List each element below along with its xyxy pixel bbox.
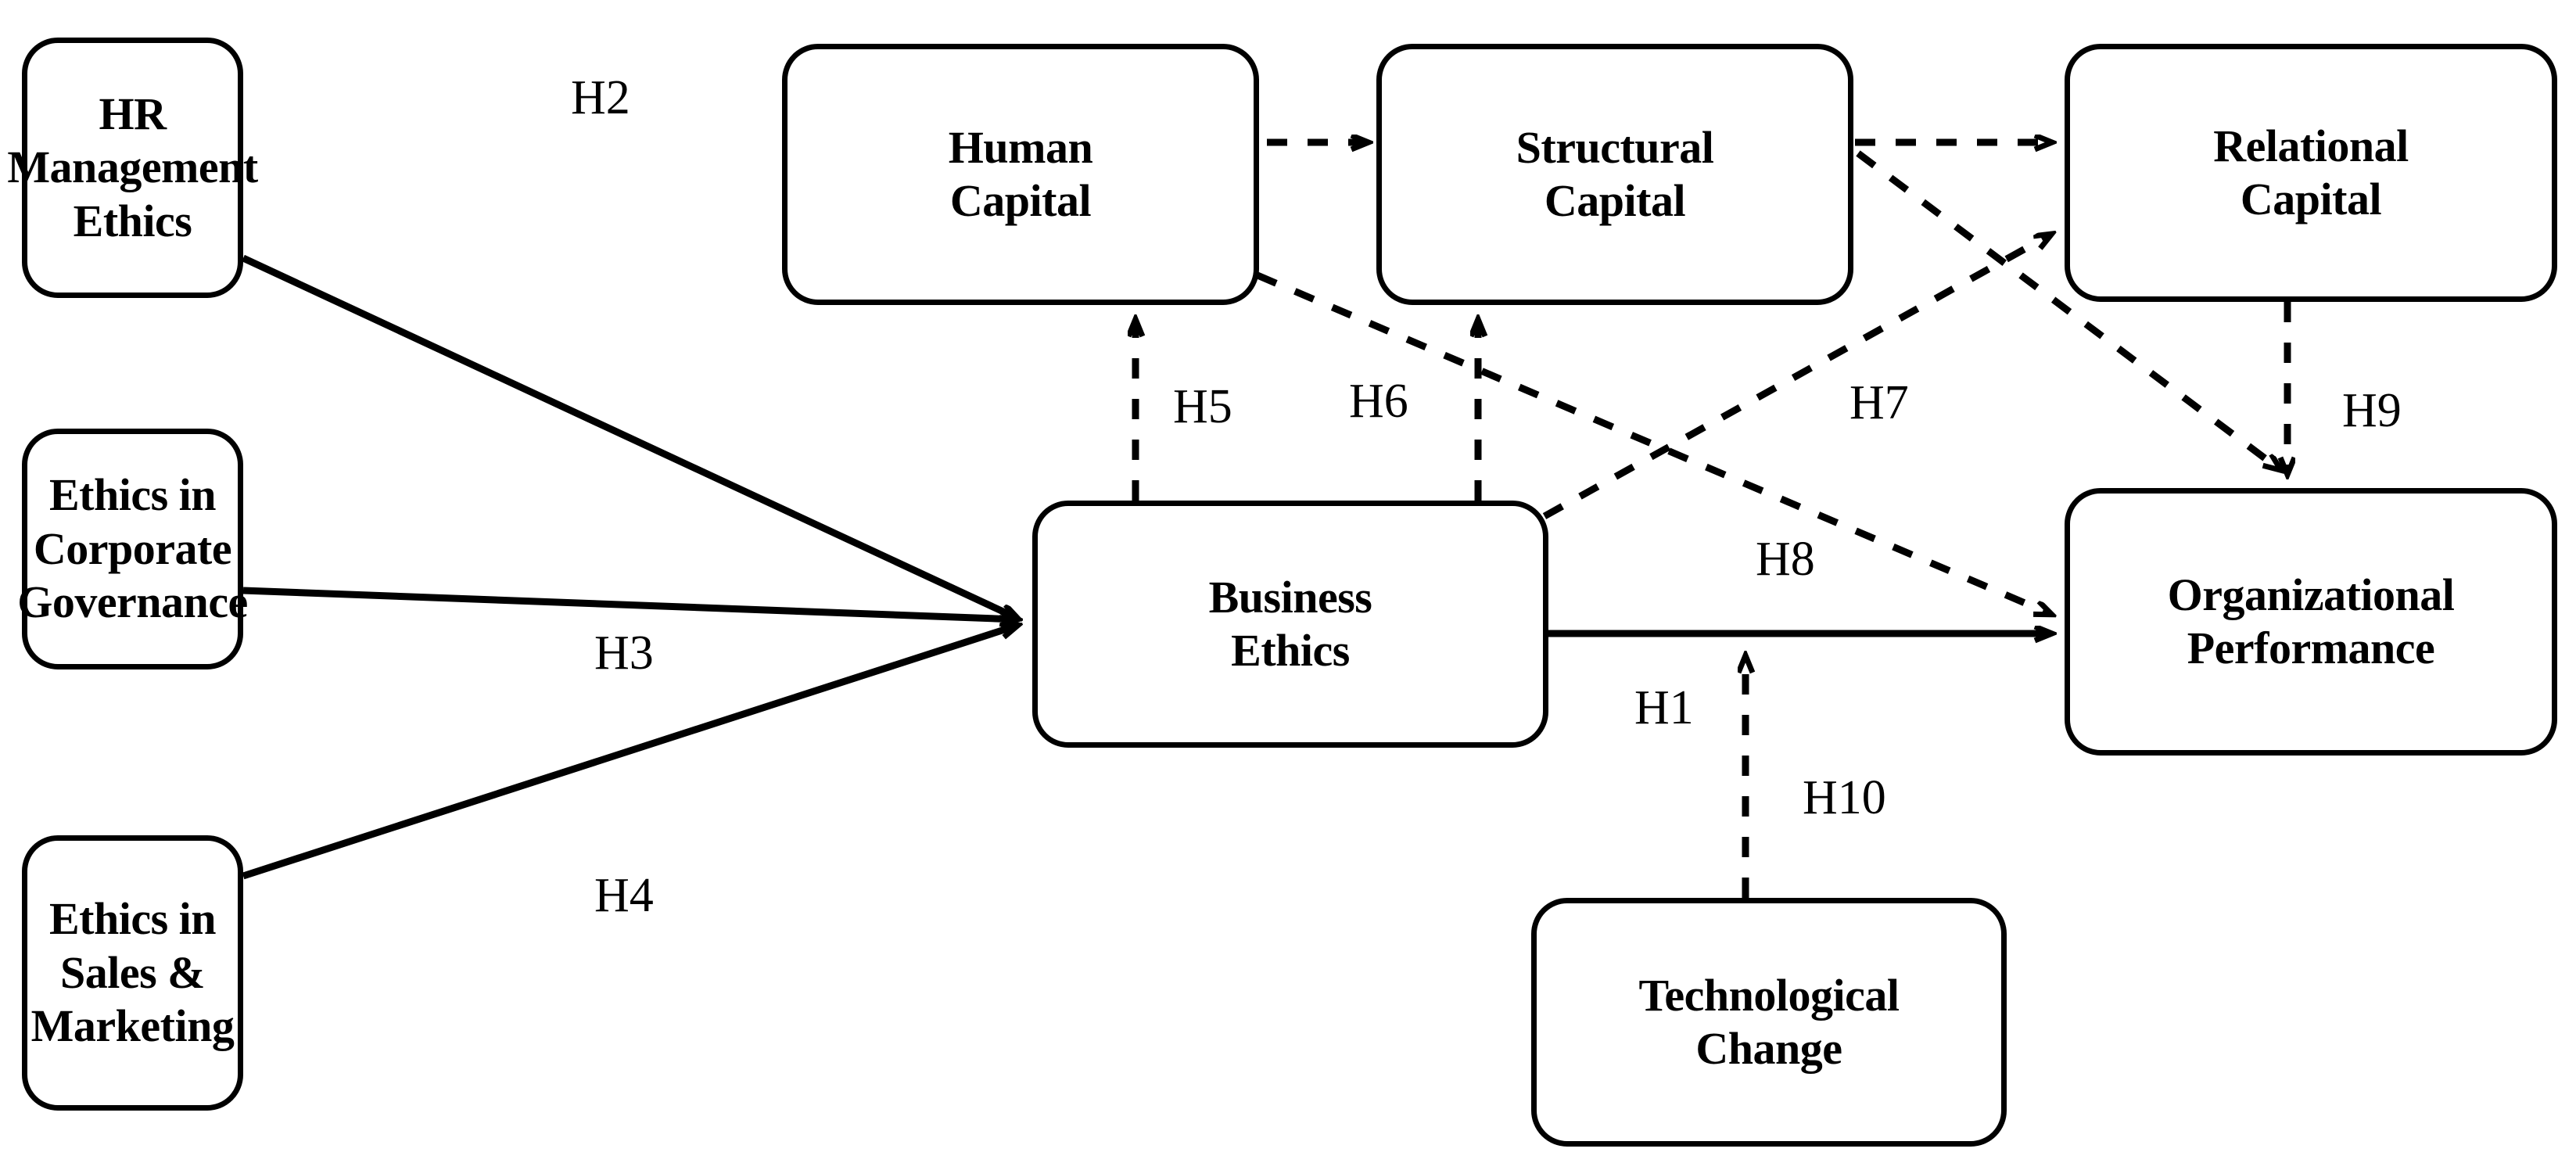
node-business-ethics[interactable]: Business Ethics <box>1032 501 1548 748</box>
edge-sc-op <box>1856 150 2280 469</box>
edge-label-h10: H10 <box>1803 771 1886 824</box>
edge-label-h6: H6 <box>1349 375 1408 428</box>
node-human-capital[interactable]: Human Capital <box>782 44 1259 305</box>
node-structural-capital[interactable]: Structural Capital <box>1376 44 1853 305</box>
node-relational-capital[interactable]: Relational Capital <box>2065 44 2557 302</box>
node-label: HR Management Ethics <box>7 88 258 246</box>
node-label: Business Ethics <box>1208 571 1372 676</box>
edge-h4 <box>242 626 1017 880</box>
edge-label-h9: H9 <box>2342 384 2402 437</box>
node-label: Relational Capital <box>2213 120 2409 224</box>
node-technological-change[interactable]: Technological Change <box>1531 898 2007 1147</box>
edge-label-h7: H7 <box>1849 376 1909 429</box>
node-label: Ethics in Corporate Governance <box>17 469 248 628</box>
node-label: Technological Change <box>1638 969 1900 1074</box>
node-label: Ethics in Sales & Marketing <box>30 893 235 1052</box>
edge-label-h8: H8 <box>1756 533 1815 586</box>
edge-h3 <box>242 587 1017 619</box>
node-organizational-performance[interactable]: Organizational Performance <box>2065 488 2557 756</box>
node-ethics-corporate-governance[interactable]: Ethics in Corporate Governance <box>17 429 248 669</box>
edge-label-h1: H1 <box>1634 681 1694 734</box>
node-ethics-sales-marketing[interactable]: Ethics in Sales & Marketing <box>22 835 243 1111</box>
edge-h7 <box>1542 235 2050 519</box>
edge-label-h5: H5 <box>1173 380 1232 433</box>
edge-h2 <box>242 254 1017 618</box>
edge-label-h2: H2 <box>571 71 630 124</box>
node-label: Structural Capital <box>1516 121 1714 226</box>
node-label: Human Capital <box>948 121 1093 226</box>
edge-label-h4: H4 <box>594 869 654 922</box>
edge-label-h3: H3 <box>594 626 654 680</box>
node-label: Organizational Performance <box>2167 569 2455 673</box>
node-hr-management-ethics[interactable]: HR Management Ethics <box>7 38 258 298</box>
